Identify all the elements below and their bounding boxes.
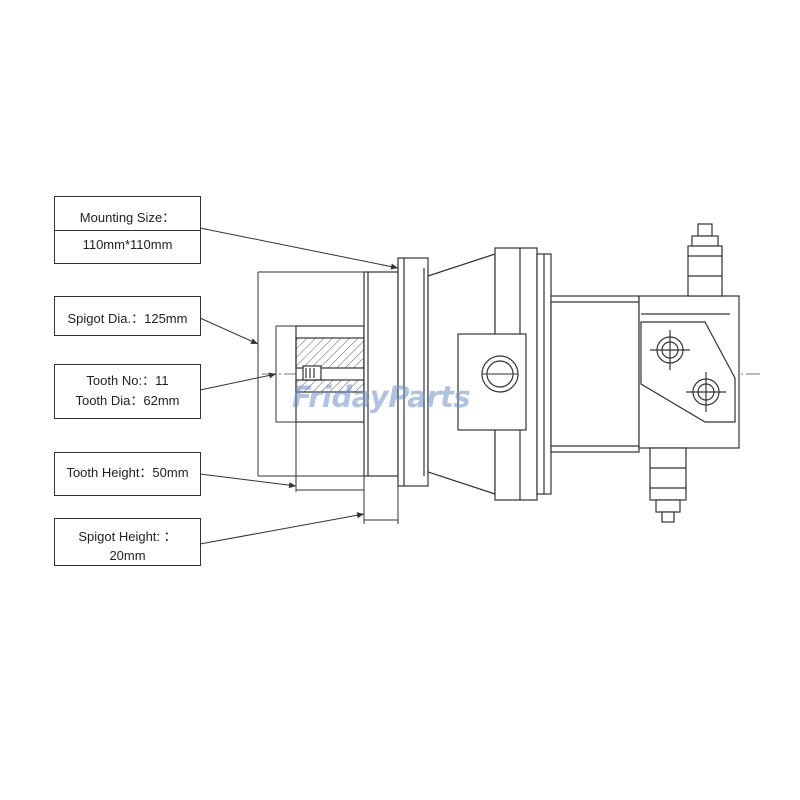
mounting-size-value: 110mm*110mm — [82, 237, 173, 252]
tooth-no-label: Tooth No:：11 — [86, 373, 169, 388]
spigot-dia-label: Spigot Dia.：125mm — [67, 311, 188, 326]
watermark-part1: Friday — [292, 380, 389, 414]
bottom-valve — [649, 447, 687, 523]
watermark-part2: Parts — [388, 380, 471, 414]
port-plate — [457, 333, 527, 431]
tooth-box: Tooth No:：11 Tooth Dia：62mm — [54, 364, 201, 419]
spigot-height-label: Spigot Height: ： — [78, 529, 177, 544]
spigot-height-box: Spigot Height: ： 20mm — [54, 518, 201, 566]
spigot-dia-box: Spigot Dia.：125mm — [54, 296, 201, 336]
watermark-logo: FridayParts — [292, 380, 471, 414]
tooth-dia-label: Tooth Dia：62mm — [75, 393, 180, 408]
leader-lines — [199, 227, 399, 545]
rear-housing — [550, 295, 740, 453]
tooth-height-box: Tooth Height：50mm — [54, 452, 201, 496]
tooth-height-label: Tooth Height：50mm — [66, 465, 189, 480]
mounting-size-box: Mounting Size： 110mm*110mm — [54, 196, 201, 264]
mounting-flange — [397, 257, 429, 487]
top-valve — [687, 223, 723, 297]
mounting-size-label: Mounting Size： — [79, 210, 176, 225]
shaft — [295, 325, 365, 423]
spigot-height-value: 20mm — [109, 548, 146, 563]
